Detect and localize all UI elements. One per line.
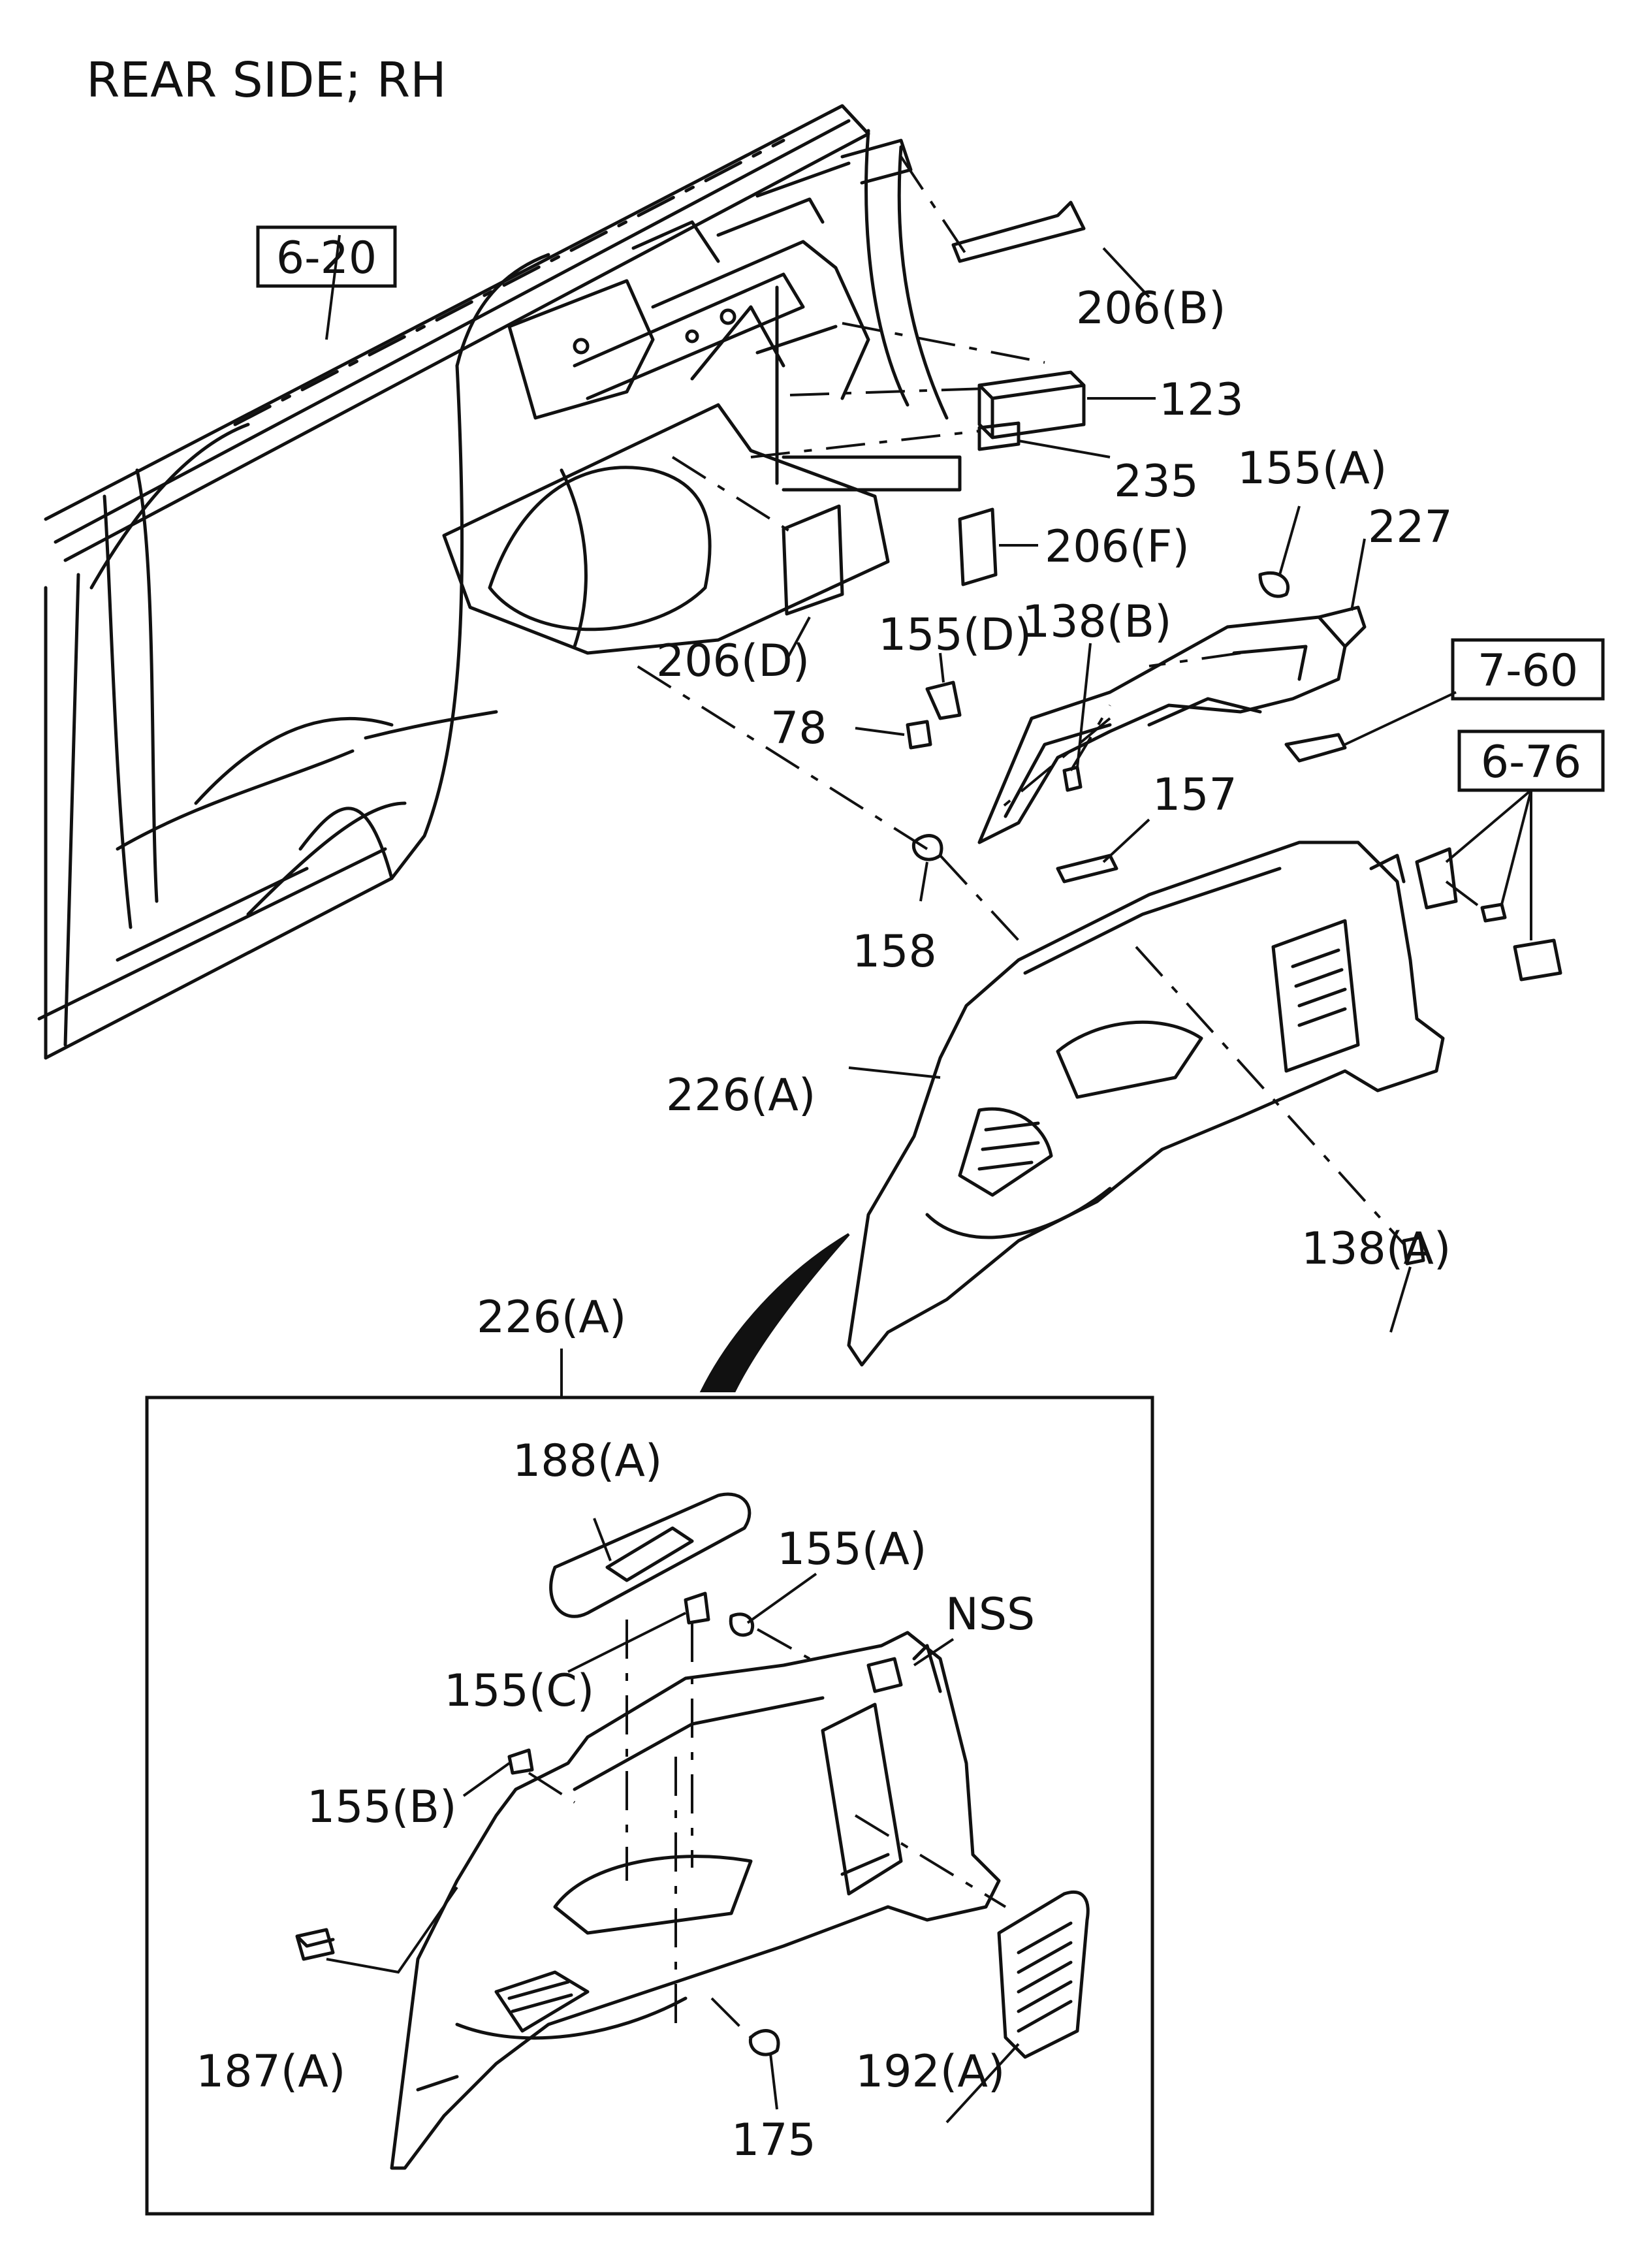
vehicle-body-illustration	[37, 104, 962, 1060]
callout-155b: 155(B)	[307, 1781, 457, 1833]
callout-155d: 155(D)	[878, 609, 1032, 661]
callout-155a-detail: 155(A)	[777, 1524, 926, 1575]
callout-206b: 206(B)	[1076, 283, 1226, 334]
part-155c	[684, 1591, 710, 1625]
part-226a-detail	[390, 1631, 1001, 2170]
part-192a	[997, 1890, 1090, 2059]
diagram-title: REAR SIDE; RH	[86, 52, 447, 108]
callout-123: 123	[1159, 374, 1244, 426]
part-187a	[295, 1928, 335, 1961]
callout-226a-main: 226(A)	[666, 1070, 815, 1121]
callout-188a: 188(A)	[513, 1435, 662, 1487]
part-6-76a	[1415, 847, 1458, 910]
part-235	[977, 421, 1021, 451]
reference-7-60: 7-60	[1478, 645, 1578, 697]
parts-detail-view	[295, 1492, 1090, 2170]
detail-pointer: 226(A)	[477, 1233, 850, 1398]
callout-226a-detail: 226(A)	[477, 1292, 626, 1343]
part-155a-top	[1258, 571, 1290, 598]
part-138a	[1402, 1236, 1425, 1266]
part-226a-main	[847, 840, 1445, 1367]
part-155d	[925, 680, 962, 720]
part-206d	[782, 504, 844, 616]
part-78	[906, 720, 932, 750]
callout-138b: 138(B)	[1022, 596, 1172, 648]
callout-78: 78	[770, 703, 827, 754]
callout-157: 157	[1152, 769, 1237, 821]
callout-206d: 206(D)	[656, 635, 810, 687]
reference-6-76: 6-76	[1481, 737, 1581, 788]
reference-boxes: 6-20 7-60 6-76	[256, 225, 1605, 792]
part-123	[977, 370, 1086, 439]
part-206b	[951, 200, 1086, 263]
callout-158: 158	[852, 926, 937, 978]
callout-175: 175	[731, 2115, 816, 2166]
part-7-60	[1284, 733, 1347, 763]
callout-187a: 187(A)	[196, 2046, 345, 2098]
callout-235: 235	[1114, 456, 1199, 507]
callout-206f: 206(F)	[1045, 521, 1190, 573]
callout-138a: 138(A)	[1301, 1223, 1451, 1275]
callout-155c: 155(C)	[444, 1665, 594, 1717]
callouts-main: 206(B) 123 235 155(A) 227 206(F) 206(D) …	[656, 283, 1453, 1275]
part-155a-detail	[729, 1612, 755, 1637]
part-206f	[958, 507, 998, 586]
callouts-detail: 188(A) 155(A) NSS 155(C) 155(B) 187(A) 1…	[196, 1435, 1035, 2166]
callout-227: 227	[1368, 502, 1453, 553]
callout-192a: 192(A)	[855, 2046, 1005, 2098]
part-158	[911, 834, 943, 861]
parts-main-view	[782, 200, 1562, 1367]
part-188a	[549, 1492, 752, 1618]
part-138b	[1062, 765, 1083, 792]
part-155b	[507, 1748, 534, 1775]
part-157	[1056, 854, 1118, 884]
detail-view-frame	[145, 1396, 1154, 2216]
reference-6-20: 6-20	[276, 232, 377, 284]
part-175	[748, 2029, 780, 2056]
leader-lines-detail	[326, 1518, 1020, 2124]
callout-nss: NSS	[945, 1589, 1035, 1640]
callout-155a-top: 155(A)	[1237, 443, 1387, 494]
part-6-76b	[1513, 938, 1562, 982]
leader-lines-main	[325, 155, 1532, 1333]
